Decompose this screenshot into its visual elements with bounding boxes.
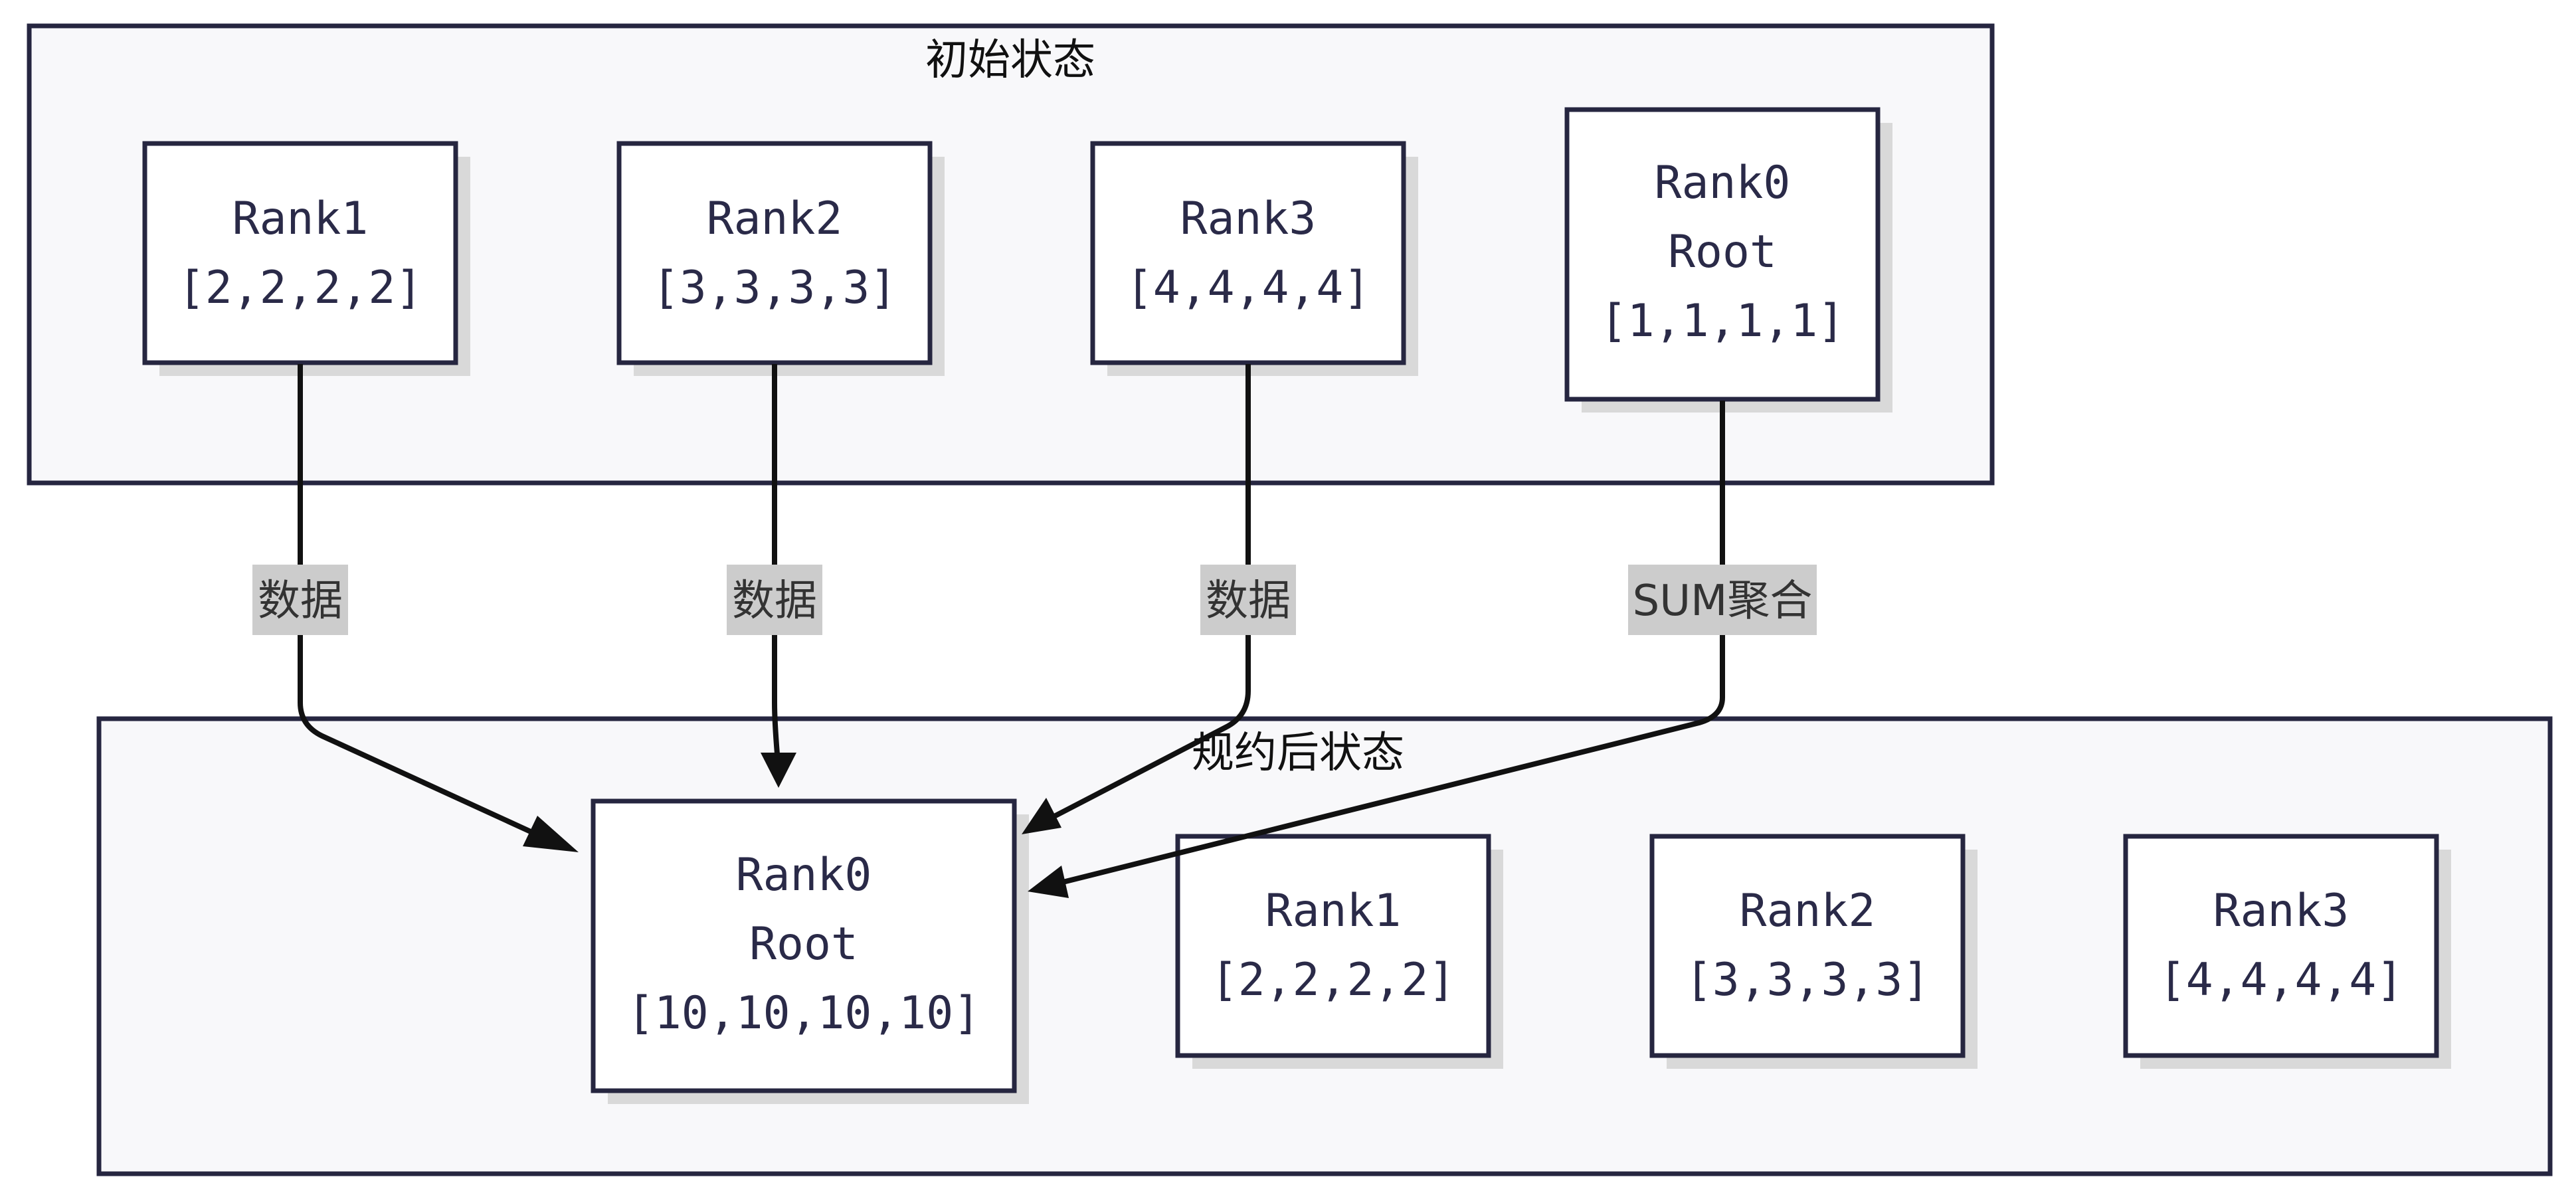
edge-label: 数据 bbox=[1206, 577, 1291, 626]
node-frame bbox=[616, 141, 933, 365]
node-rank-label: Rank0 bbox=[736, 849, 872, 901]
cluster-reduced-title: 规约后状态 bbox=[1192, 729, 1404, 778]
edge-line bbox=[772, 364, 780, 755]
edge-label-bg bbox=[1628, 565, 1817, 635]
node-value-label: [4,4,4,4] bbox=[2159, 954, 2403, 1006]
node-reduced-rank2: Rank2 [3,3,3,3] bbox=[1649, 834, 1978, 1069]
node-value-label: [10,10,10,10] bbox=[627, 987, 980, 1040]
edge-arrowhead bbox=[1028, 866, 1069, 898]
edge-arrowhead bbox=[1022, 798, 1061, 834]
node-value-label: [2,2,2,2] bbox=[1211, 954, 1455, 1006]
node-rank-label: Rank2 bbox=[1740, 885, 1876, 937]
node-initial-rank0-root: Rank0 Root [1,1,1,1] bbox=[1564, 107, 1892, 413]
node-rank-label: Rank3 bbox=[2213, 885, 2349, 937]
node-reduced-rank3: Rank3 [4,4,4,4] bbox=[2123, 834, 2451, 1069]
node-value-label: [3,3,3,3] bbox=[652, 262, 897, 314]
node-frame bbox=[1090, 141, 1406, 365]
cluster-initial-title: 初始状态 bbox=[925, 36, 1095, 85]
node-initial-rank3: Rank3 [4,4,4,4] bbox=[1090, 141, 1418, 376]
edge-label: 数据 bbox=[258, 577, 343, 626]
edge-line bbox=[1052, 364, 1251, 820]
node-rank-label: Rank1 bbox=[1265, 885, 1402, 937]
node-value-label: [1,1,1,1] bbox=[1600, 295, 1845, 347]
node-value-label: [4,4,4,4] bbox=[1126, 262, 1370, 314]
node-rank-label: Rank2 bbox=[707, 193, 843, 245]
node-initial-rank1: Rank1 [2,2,2,2] bbox=[142, 141, 470, 376]
node-value-label: [2,2,2,2] bbox=[178, 262, 422, 314]
edge-line bbox=[1062, 401, 1725, 885]
edge-arrowhead bbox=[761, 753, 796, 788]
node-frame bbox=[1649, 834, 1966, 1058]
edge-label-bg bbox=[727, 565, 822, 635]
node-value-label: [3,3,3,3] bbox=[1685, 954, 1930, 1006]
edge-rank3-to-root: 数据 bbox=[1022, 364, 1296, 834]
node-frame bbox=[142, 141, 458, 365]
node-rank-label: Rank3 bbox=[1180, 193, 1317, 245]
edge-rank2-to-root: 数据 bbox=[727, 364, 822, 788]
edge-label: SUM聚合 bbox=[1633, 577, 1813, 626]
edge-line bbox=[298, 364, 541, 838]
edge-label-bg bbox=[1200, 565, 1296, 635]
node-frame bbox=[2123, 834, 2439, 1058]
node-rank-label: Rank0 bbox=[1655, 157, 1791, 209]
edge-arrowhead bbox=[523, 816, 579, 852]
node-rank-label: Rank1 bbox=[232, 193, 369, 245]
node-root-label: Root bbox=[749, 918, 858, 970]
edge-rank1-to-root: 数据 bbox=[252, 364, 579, 852]
edge-rank0-sum-to-root: SUM聚合 bbox=[1028, 401, 1817, 898]
node-frame bbox=[1175, 834, 1491, 1058]
edge-label-bg bbox=[252, 565, 348, 635]
edge-label: 数据 bbox=[732, 577, 817, 626]
node-root-label: Root bbox=[1668, 226, 1777, 278]
node-initial-rank2: Rank2 [3,3,3,3] bbox=[616, 141, 945, 376]
node-frame bbox=[1564, 107, 1881, 402]
node-frame bbox=[591, 798, 1017, 1093]
node-reduced-rank1: Rank1 [2,2,2,2] bbox=[1175, 834, 1503, 1069]
node-reduced-rank0-root: Rank0 Root [10,10,10,10] bbox=[591, 798, 1029, 1104]
